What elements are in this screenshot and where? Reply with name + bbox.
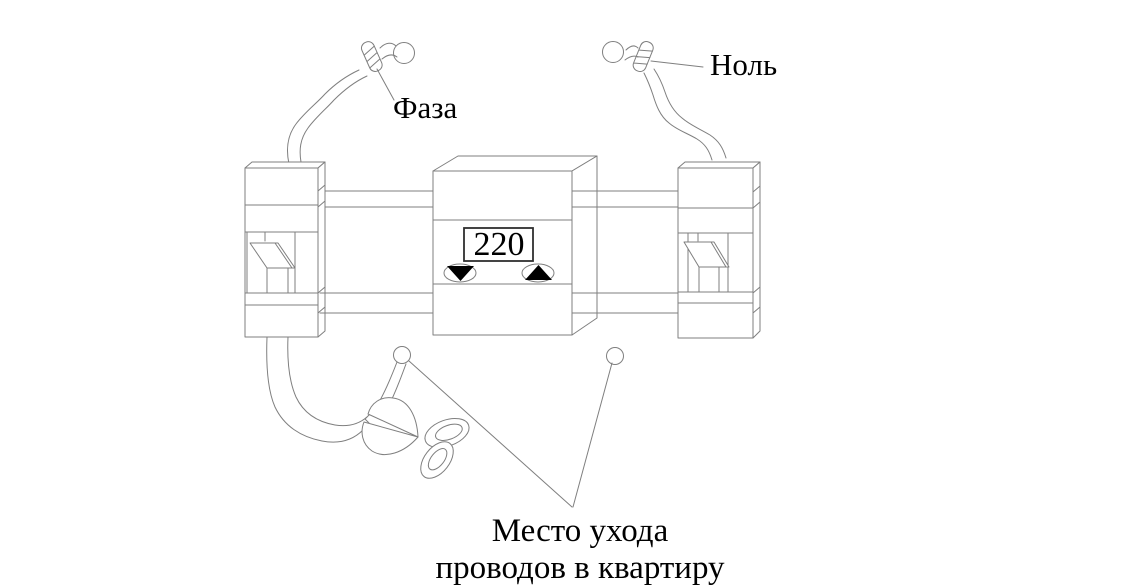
scissors-icon xyxy=(361,397,470,479)
apartment-wire-cut xyxy=(266,336,371,443)
exit-point-marker-left xyxy=(393,346,411,364)
voltage-display-value: 220 xyxy=(474,226,525,263)
exit-point-marker-right xyxy=(606,347,624,365)
neutral-pointer-line xyxy=(650,60,704,68)
left-breaker-toggle xyxy=(249,242,296,294)
right-breaker xyxy=(677,161,761,339)
voltage-relay: 220 xyxy=(432,155,598,336)
decrease-button xyxy=(443,263,477,283)
phase-wire-loop xyxy=(393,42,415,64)
phase-wire-insulation xyxy=(360,41,383,72)
neutral-wire-insulation xyxy=(632,41,654,73)
neutral-wire-loop xyxy=(602,41,624,63)
exit-note-line1: Место ухода xyxy=(492,513,669,549)
phase-wire xyxy=(287,41,415,165)
neutral-wire xyxy=(602,41,727,161)
din-rail-body xyxy=(319,190,679,314)
triangle-up-icon xyxy=(525,265,552,280)
triangle-down-icon xyxy=(447,266,474,281)
increase-button xyxy=(521,263,555,283)
left-breaker xyxy=(244,161,326,338)
neutral-label: Ноль xyxy=(710,47,777,82)
exit-note-line2: проводов в квартиру xyxy=(435,550,725,585)
right-breaker-toggle xyxy=(683,241,730,293)
exit-callout-line-left xyxy=(408,360,573,508)
phase-label: Фаза xyxy=(393,90,457,125)
phase-pointer-line xyxy=(376,68,395,101)
exit-callout-line-right xyxy=(572,362,613,508)
voltage-display xyxy=(463,227,534,262)
